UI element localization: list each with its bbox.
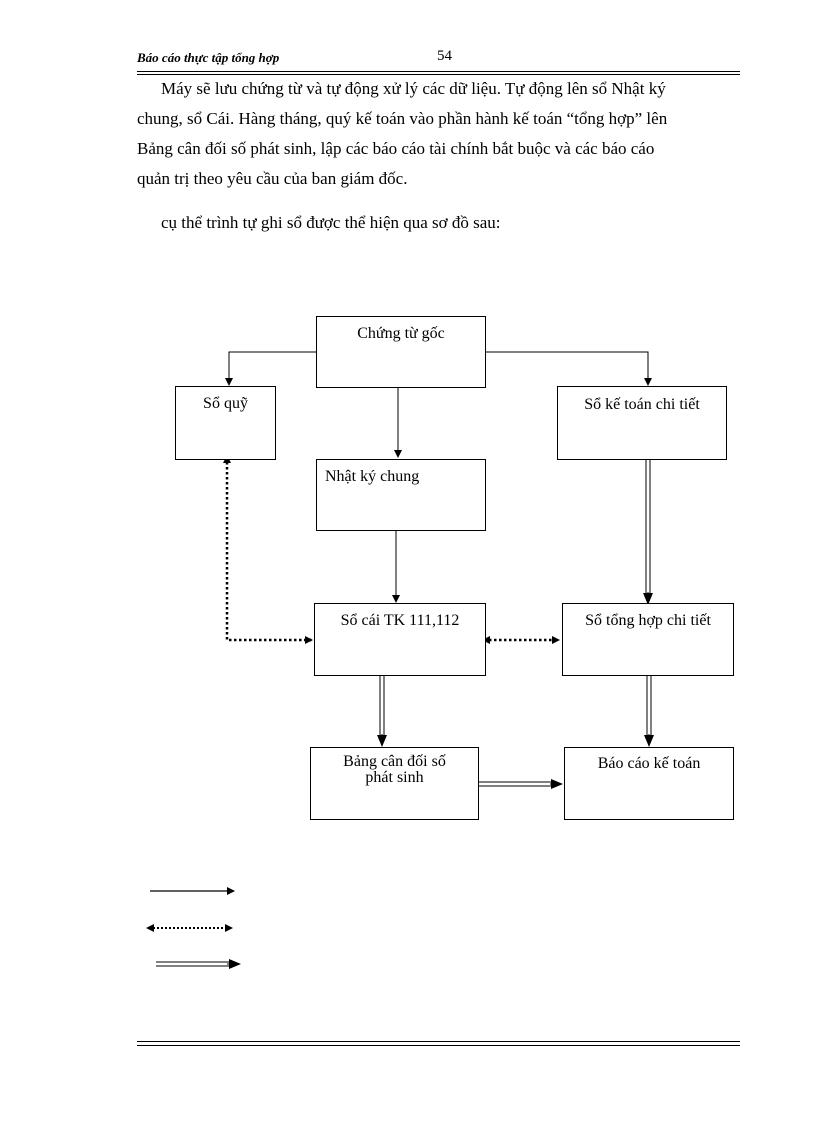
header-rule-2: [137, 74, 740, 75]
node-label: Sổ cái TK 111,112: [340, 612, 460, 629]
footer-rule: [137, 1041, 740, 1042]
header-rule: [137, 71, 740, 72]
paragraph-2: cụ thể trình tự ghi sổ được thể hiện qua…: [161, 213, 501, 232]
paragraph-1-line: quản trị theo yêu cầu của ban giám đốc.: [137, 169, 408, 188]
header-title: Báo cáo thực tập tổng hợp: [137, 50, 280, 65]
node-so-quy: Sổ quỹ: [175, 386, 276, 460]
node-nhat-ky-chung: Nhật ký chung: [316, 459, 486, 531]
double-arrow-chi-tiet-to-tong-hop: [643, 460, 653, 605]
legend-double-line-arrow: [156, 959, 241, 969]
dotted-arrow-so-quy-to-so-cai: [223, 455, 313, 644]
double-arrow-so-cai-to-bang-can-doi: [377, 676, 387, 747]
paragraph-1-line: chung, sổ Cái. Hàng tháng, quý kế toán v…: [137, 109, 668, 128]
node-chung-tu-goc: Chứng từ gốc: [316, 316, 486, 388]
node-so-tong-hop-chi-tiet: Sổ tổng hợp chi tiết: [562, 603, 734, 676]
double-arrow-tong-hop-to-bao-cao: [644, 676, 654, 747]
node-label-line-1: Bảng cân đối số: [343, 753, 446, 770]
node-label: Báo cáo kế toán: [597, 755, 701, 772]
paragraph-1-line: Máy sẽ lưu chứng từ và tự động xử lý các…: [161, 79, 666, 98]
node-bang-can-doi: Bảng cân đối số phát sinh: [310, 747, 479, 820]
node-label: Sổ kế toán chi tiết: [584, 396, 700, 413]
page-number: 54: [437, 48, 452, 64]
node-label: Sổ tổng hợp chi tiết: [585, 612, 711, 629]
node-so-cai-tk: Sổ cái TK 111,112: [314, 603, 486, 676]
node-label: Sổ quỹ: [203, 395, 248, 412]
arrow-chung-tu-to-so-quy: [225, 351, 316, 386]
double-arrow-bang-can-doi-to-bao-cao: [479, 779, 563, 789]
node-label-line-2: phát sinh: [365, 769, 424, 786]
arrow-chung-tu-to-chi-tiet: [486, 351, 652, 386]
node-label: Chứng từ gốc: [357, 325, 445, 342]
node-so-ke-toan-chi-tiet: Sổ kế toán chi tiết: [557, 386, 727, 460]
node-bao-cao-ke-toan: Báo cáo kế toán: [564, 747, 734, 820]
node-label: Nhật ký chung: [325, 468, 420, 485]
paragraph-1: Máy sẽ lưu chứng từ và tự động xử lý các…: [137, 74, 740, 194]
paragraph-1-line: Bảng cân đối số phát sinh, lập các báo c…: [137, 139, 655, 158]
footer-rule-2: [137, 1045, 740, 1046]
